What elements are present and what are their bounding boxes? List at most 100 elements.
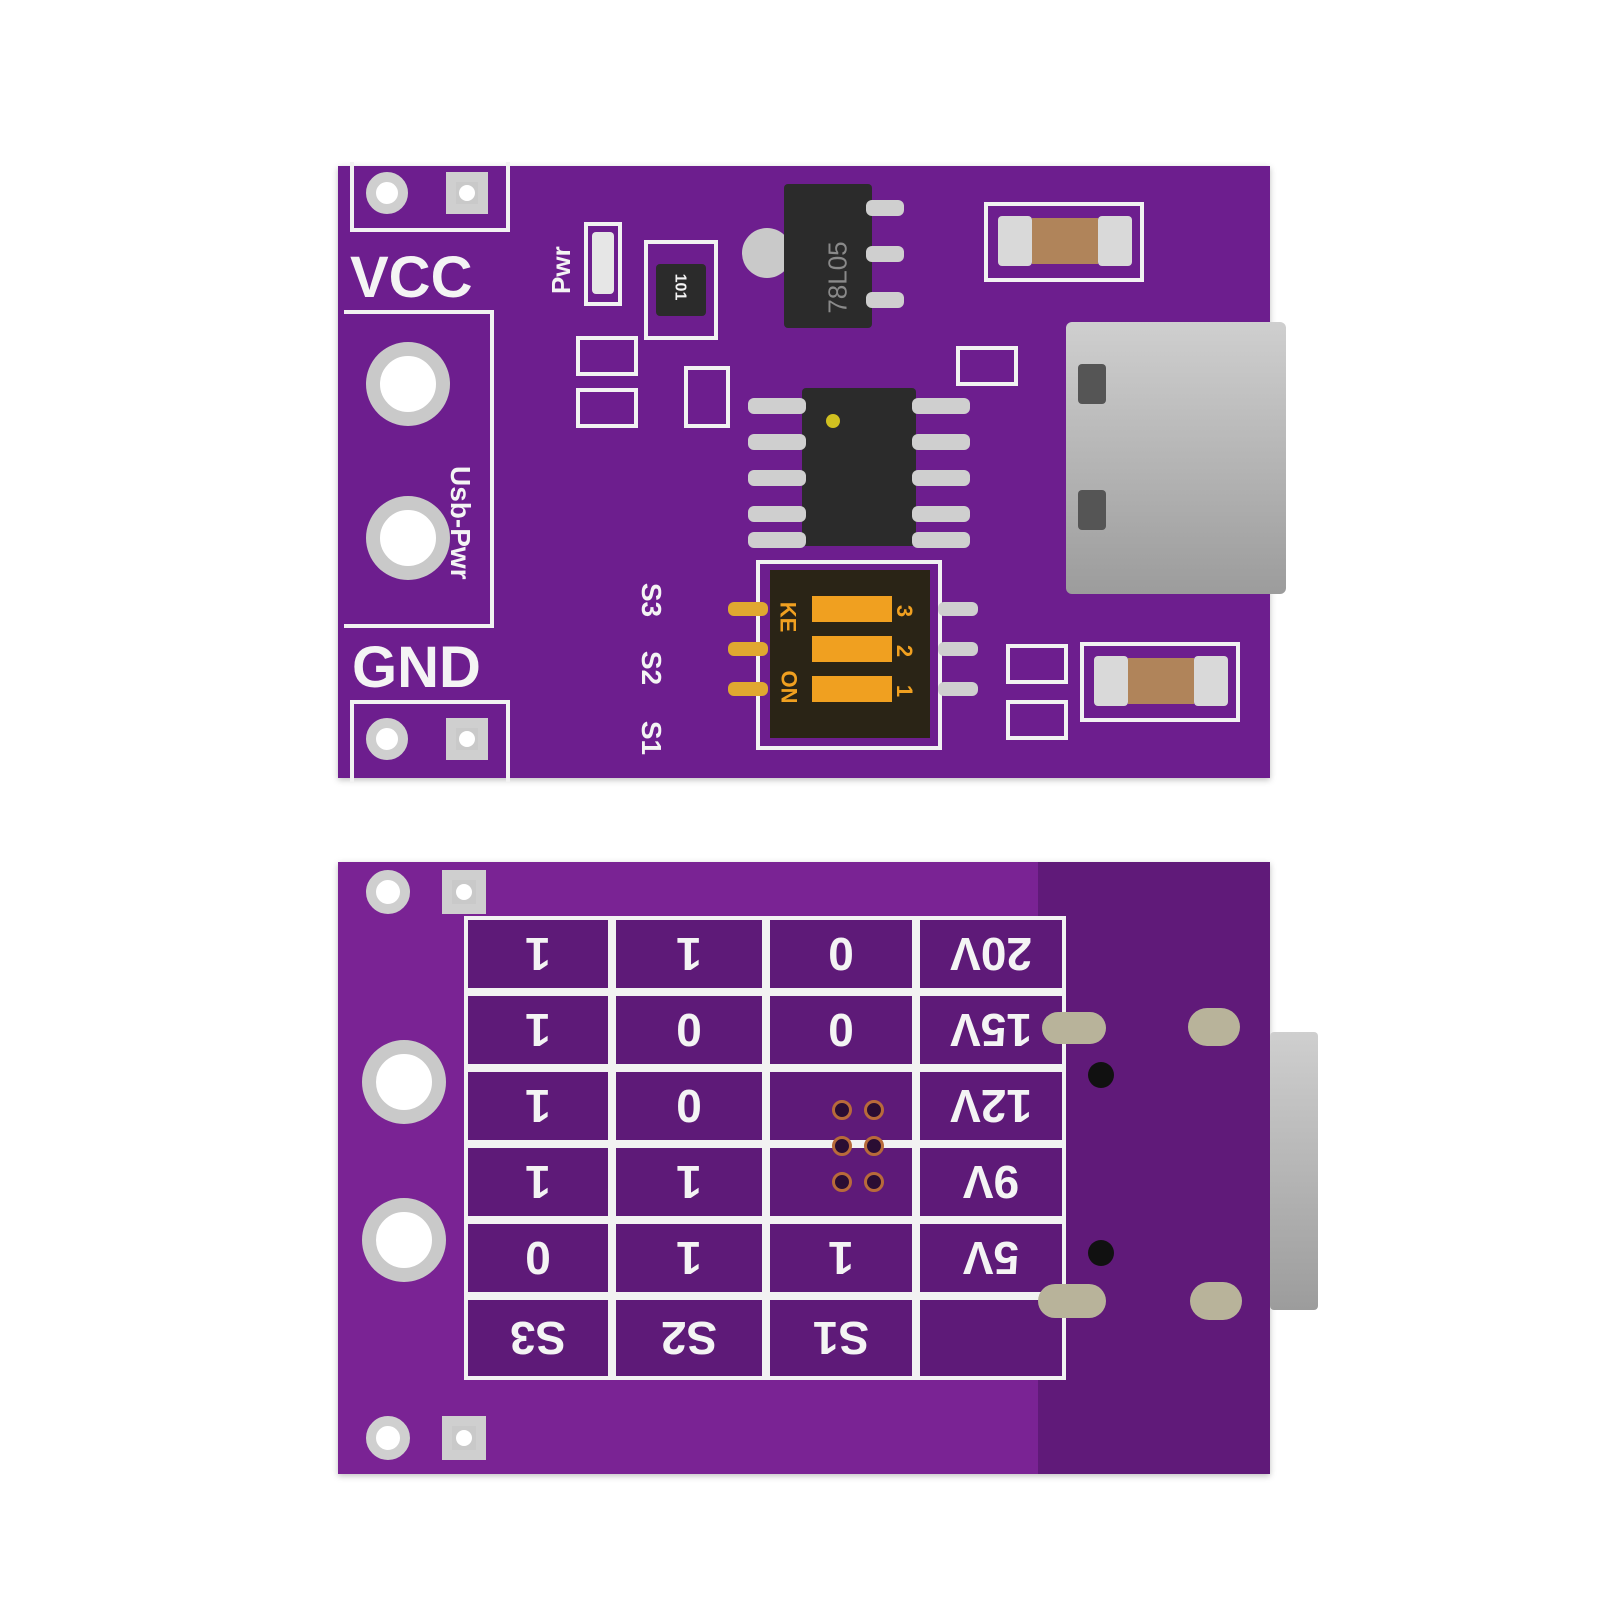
- dip-ke-label: KE: [775, 601, 801, 633]
- table-header-s3: S3: [464, 1296, 612, 1380]
- jumper-via-3: [832, 1136, 852, 1156]
- jumper-via-2: [864, 1100, 884, 1120]
- table-cell-9v-s3: 1: [464, 1144, 612, 1220]
- ic-pin-r5: [912, 532, 970, 548]
- regulator-78l05: [784, 184, 872, 328]
- gnd-label: GND: [352, 635, 481, 700]
- usb-mount-pad-4: [1190, 1282, 1242, 1320]
- dip-pin-l3: [728, 602, 768, 616]
- table-cell-9v-s2: 1: [612, 1144, 766, 1220]
- table-header-s1: S1: [766, 1296, 916, 1380]
- usb-mount-pad-2: [1188, 1008, 1240, 1046]
- back-pin-hole-top-1: [366, 870, 410, 914]
- resistor-outline: [644, 240, 718, 340]
- led-outline: [584, 222, 622, 306]
- cap-pad-top-right: [1098, 216, 1132, 266]
- header-outline-top: [350, 162, 510, 232]
- pd-controller-ic: [802, 388, 916, 546]
- pin-hole-top-2: [446, 172, 488, 214]
- ic-pin-l4: [748, 506, 806, 522]
- ic-pin-r1: [912, 398, 970, 414]
- pwr-label: Pwr: [546, 246, 576, 294]
- switch-label-s3: S3: [636, 582, 668, 618]
- cap-pad-bottom-left: [1094, 656, 1128, 706]
- table-cell-9v-label: 9V: [916, 1144, 1066, 1220]
- jumper-via-6: [864, 1172, 884, 1192]
- dip-switch-3[interactable]: [812, 596, 892, 622]
- dip-pin-l2: [728, 642, 768, 656]
- pcb-front: VCC GND Usb-Pwr Pwr 101 78L05 S: [338, 162, 1286, 782]
- table-cell-12v-label: 12V: [916, 1068, 1066, 1144]
- table-cell-5v-label: 5V: [916, 1220, 1066, 1296]
- dip-pin-l1: [728, 682, 768, 696]
- dip-pin-r2: [938, 642, 978, 656]
- vcc-label: VCC: [350, 245, 473, 310]
- ic-pin-r4: [912, 506, 970, 522]
- resistor-101: [656, 264, 706, 316]
- regulator-tab: [742, 228, 792, 278]
- regulator-pin-2: [866, 246, 904, 262]
- smd-outline-5: [1006, 644, 1068, 684]
- usb-c-slot-lower: [1078, 490, 1106, 530]
- table-cell-20v-s2: 1: [612, 916, 766, 992]
- ic-pin1-mark: [826, 414, 840, 428]
- dip-switch-1[interactable]: [812, 676, 892, 702]
- ic-pin-r3: [912, 470, 970, 486]
- table-cell-20v-s1: 0: [766, 916, 916, 992]
- usb-mount-pad-3: [1038, 1284, 1106, 1318]
- dip-pin-r3: [938, 602, 978, 616]
- usb-c-connector: [1066, 322, 1286, 594]
- table-cell-15v-s3: 1: [464, 992, 612, 1068]
- usb-pwr-label: Usb-Pwr: [445, 466, 476, 580]
- cap-outline-bottom: [1080, 642, 1240, 722]
- jumper-via-1: [832, 1100, 852, 1120]
- switch-label-s1: S1: [636, 720, 668, 756]
- pin-hole-top-1: [366, 172, 408, 214]
- table-cell-15v-s1: 0: [766, 992, 916, 1068]
- smd-outline-6: [1006, 700, 1068, 740]
- ground-pour: [1038, 862, 1270, 1474]
- resistor-marking: 101: [671, 273, 689, 301]
- table-cell-15v-label: 15V: [916, 992, 1066, 1068]
- cap-pad-bottom-right: [1194, 656, 1228, 706]
- jumper-via-4: [864, 1136, 884, 1156]
- usb-alignment-hole-1: [1088, 1062, 1114, 1088]
- dip-number-3: 3: [892, 604, 918, 618]
- back-pin-hole-bottom-2: [442, 1416, 486, 1460]
- dip-on-label: ON: [776, 670, 802, 704]
- smd-outline-4: [956, 346, 1018, 386]
- table-cell-12v-s2: 0: [612, 1068, 766, 1144]
- back-pin-hole-bottom-1: [366, 1416, 410, 1460]
- table-cell-20v-label: 20V: [916, 916, 1066, 992]
- ic-pin-l3: [748, 470, 806, 486]
- cap-outline-top: [984, 202, 1144, 282]
- jumper-via-5: [832, 1172, 852, 1192]
- usb-mount-pad-1: [1042, 1012, 1106, 1044]
- usb-c-shell-back: [1270, 1032, 1318, 1310]
- header-outline-bottom: [350, 700, 510, 782]
- usb-c-slot-upper: [1078, 364, 1106, 404]
- dip-number-1: 1: [892, 684, 918, 698]
- dip-number-2: 2: [892, 644, 918, 658]
- table-cell-20v-s3: 1: [464, 916, 612, 992]
- regulator-pin-3: [866, 292, 904, 308]
- smd-outline-1: [576, 336, 638, 376]
- dip-pin-r1: [938, 682, 978, 696]
- pin-hole-bottom-1: [366, 718, 408, 760]
- ic-pin-l5: [748, 532, 806, 548]
- table-cell-12v-s3: 1: [464, 1068, 612, 1144]
- smd-outline-2: [576, 388, 638, 428]
- regulator-pin-1: [866, 200, 904, 216]
- dip-switch-2[interactable]: [812, 636, 892, 662]
- back-terminal-hole-1: [362, 1040, 446, 1124]
- table-cell-15v-s2: 0: [612, 992, 766, 1068]
- terminal-hole-vcc: [366, 342, 450, 426]
- table-header-s2: S2: [612, 1296, 766, 1380]
- pcb-back: 20V 0 1 1 15V 0 0 1 12V 0 1 9V 1 1 5V 1 …: [338, 862, 1270, 1474]
- smd-outline-3: [684, 366, 730, 428]
- capacitor-bottom: [1128, 658, 1194, 704]
- table-cell-5v-s1: 1: [766, 1220, 916, 1296]
- ic-pin-r2: [912, 434, 970, 450]
- pin-hole-bottom-2: [446, 718, 488, 760]
- terminal-outline: [344, 310, 494, 628]
